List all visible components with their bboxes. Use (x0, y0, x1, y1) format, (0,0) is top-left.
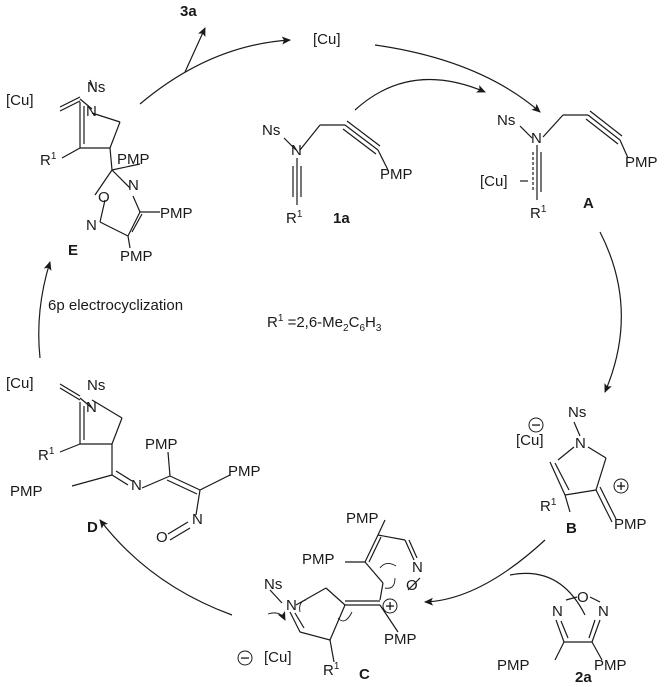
b-ns-label: Ns (568, 404, 587, 421)
2a-pmp1-label: PMP (497, 657, 530, 674)
2a-n2-label: N (598, 603, 609, 620)
e-n3-label: N (86, 217, 97, 234)
e-pmp2-label: PMP (160, 205, 193, 222)
d-id-label: D (87, 519, 98, 536)
a-ns-label: Ns (497, 112, 516, 129)
c-cu-label: [Cu] (264, 649, 292, 666)
compound-1a-structure (283, 120, 389, 205)
c-plus-circle (382, 598, 398, 614)
c-n2-label: N (412, 559, 423, 576)
d-n-label: N (86, 399, 97, 416)
arrow-2a-entry (509, 572, 586, 616)
e-n2-label: N (128, 177, 139, 194)
1a-pmp-label: PMP (380, 166, 413, 183)
d-n3-label: N (192, 511, 203, 528)
2a-pmp2-label: PMP (594, 657, 627, 674)
e-pmp3-label: PMP (120, 248, 153, 265)
b-minus-circle (528, 417, 544, 433)
1a-n-label: N (291, 142, 302, 159)
c-pmp2-label: PMP (302, 551, 335, 568)
2a-n1-label: N (552, 603, 563, 620)
compound-b-structure (549, 421, 617, 523)
2a-id-label: 2a (575, 669, 592, 686)
product-3a-label: 3a (180, 3, 197, 20)
1a-r1-label: R1 (286, 209, 303, 227)
b-plus-circle (613, 478, 629, 494)
d-pmp1-label: PMP (145, 436, 178, 453)
a-n-label: N (531, 130, 542, 147)
compound-d-structure (59, 383, 231, 541)
1a-ns-label: Ns (262, 122, 281, 139)
c-id-label: C (359, 666, 370, 683)
compound-a-structure (519, 110, 629, 200)
a-r1-label: R1 (530, 204, 547, 222)
r1-definition: R1 =2,6-Me2C6H3 (267, 313, 382, 334)
e-ns-label: Ns (87, 79, 106, 96)
c-pmp3-label: PMP (384, 631, 417, 648)
e-o-label: O (98, 189, 110, 206)
c-r1-label: R1 (323, 661, 340, 679)
2a-o-label: O (577, 589, 589, 606)
e-n-label: N (86, 103, 97, 120)
e-cu-label: [Cu] (6, 92, 34, 109)
arrow-d-to-e (38, 261, 52, 359)
b-cu-label: [Cu] (516, 432, 544, 449)
arrow-e-to-cu (139, 36, 291, 105)
b-pmp-label: PMP (614, 516, 647, 533)
arrow-a-to-b (599, 231, 622, 393)
d-o-label: O (156, 529, 168, 546)
c-o-label: O (406, 577, 418, 594)
compound-e-structure (59, 79, 160, 249)
arrow-c-to-d (99, 519, 233, 616)
c-n-label: N (286, 597, 297, 614)
b-n-label: N (575, 435, 586, 452)
d-pmp3-label: PMP (228, 463, 261, 480)
e-r1-label: R1 (40, 151, 57, 169)
catalyst-label: [Cu] (313, 31, 341, 48)
d-n2-label: N (131, 477, 142, 494)
c-pmp1-label: PMP (346, 510, 379, 527)
compound-c-structure (267, 519, 421, 663)
b-r1-label: R1 (540, 497, 557, 515)
arrow-b-to-c (424, 539, 546, 606)
d-pmp2-label: PMP (10, 483, 43, 500)
arrow-1a-entry (354, 78, 486, 111)
a-cu-label: [Cu] (480, 173, 508, 190)
c-minus-circle (237, 650, 253, 666)
c-ns-label: Ns (264, 576, 283, 593)
e-pmp1-label: PMP (117, 151, 150, 168)
compound-2a-structure (554, 596, 603, 661)
d-r1-label: R1 (38, 446, 55, 464)
d-ns-label: Ns (87, 377, 106, 394)
arrow-cu-to-a (374, 44, 541, 113)
b-id-label: B (566, 520, 577, 537)
d-cu-label: [Cu] (6, 375, 34, 392)
e-id-label: E (68, 242, 79, 259)
arrow-to-3a (184, 27, 206, 73)
a-id-label: A (583, 195, 594, 212)
1a-id-label: 1a (333, 210, 350, 227)
cyclization-label: 6p electrocyclization (48, 297, 184, 314)
a-pmp-label: PMP (625, 154, 658, 171)
